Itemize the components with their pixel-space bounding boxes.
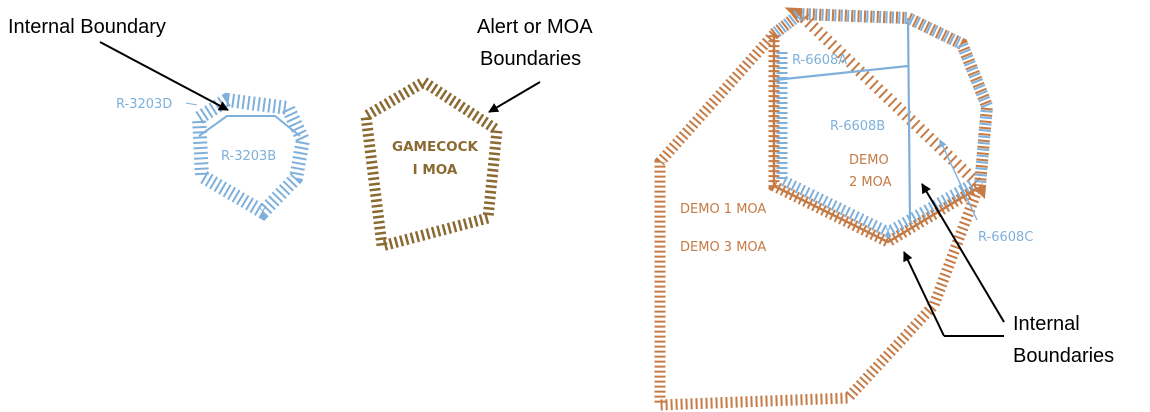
r6608c-leader-line (939, 139, 978, 221)
label-r6608a: R-6608A (792, 53, 847, 68)
r3203-internal-boundary (198, 115, 301, 137)
alert-moa-boundaries-arrow (488, 81, 541, 113)
label-demo2-line1: DEMO (849, 153, 889, 168)
gamecock-moa-boundary-hatch (360, 75, 503, 253)
internal-boundaries-arrow-3 (903, 251, 945, 337)
label-demo2-line2: 2 MOA (849, 175, 892, 190)
label-r3203b: R-3203B (221, 149, 276, 164)
label-gamecock-line2: I MOA (413, 162, 458, 178)
demo2-moa-internal-boundary (772, 34, 979, 244)
label-gamecock-line1: GAMECOCK (392, 139, 478, 155)
label-demo1-moa: DEMO 1 MOA (680, 202, 766, 217)
internal-boundaries-arrow-1 (921, 183, 1005, 323)
r3203-boundary-hatch (191, 92, 311, 221)
callout-internal-boundary: Internal Boundary (8, 16, 166, 38)
r6608-outer-boundary-orange-left (770, 9, 804, 39)
callout-alert-moa-line2: Boundaries (480, 48, 581, 70)
label-r6608c: R-6608C (978, 230, 1033, 245)
r6608b-c-internal-boundary (906, 17, 912, 223)
callout-alert-moa-line1: Alert or MOA (477, 16, 593, 38)
r6608a-internal-boundary (774, 64, 909, 82)
internal-boundary-arrow (99, 41, 229, 111)
label-r6608b: R-6608B (830, 119, 885, 134)
r6608-outer-boundary-blue (770, 7, 994, 187)
demo1-demo3-moa-boundary-hatch (654, 19, 989, 411)
r3203d-leader-line (185, 102, 198, 106)
label-r3203d: R-3203D (116, 97, 172, 112)
r6608-area (770, 7, 994, 244)
callout-internal-boundaries-line1: Internal (1013, 313, 1080, 335)
r6608-outer-boundary-orange (784, 7, 994, 199)
label-demo3-moa: DEMO 3 MOA (680, 240, 766, 255)
r3203-area (191, 92, 311, 221)
callout-internal-boundaries-line2: Boundaries (1013, 345, 1114, 367)
